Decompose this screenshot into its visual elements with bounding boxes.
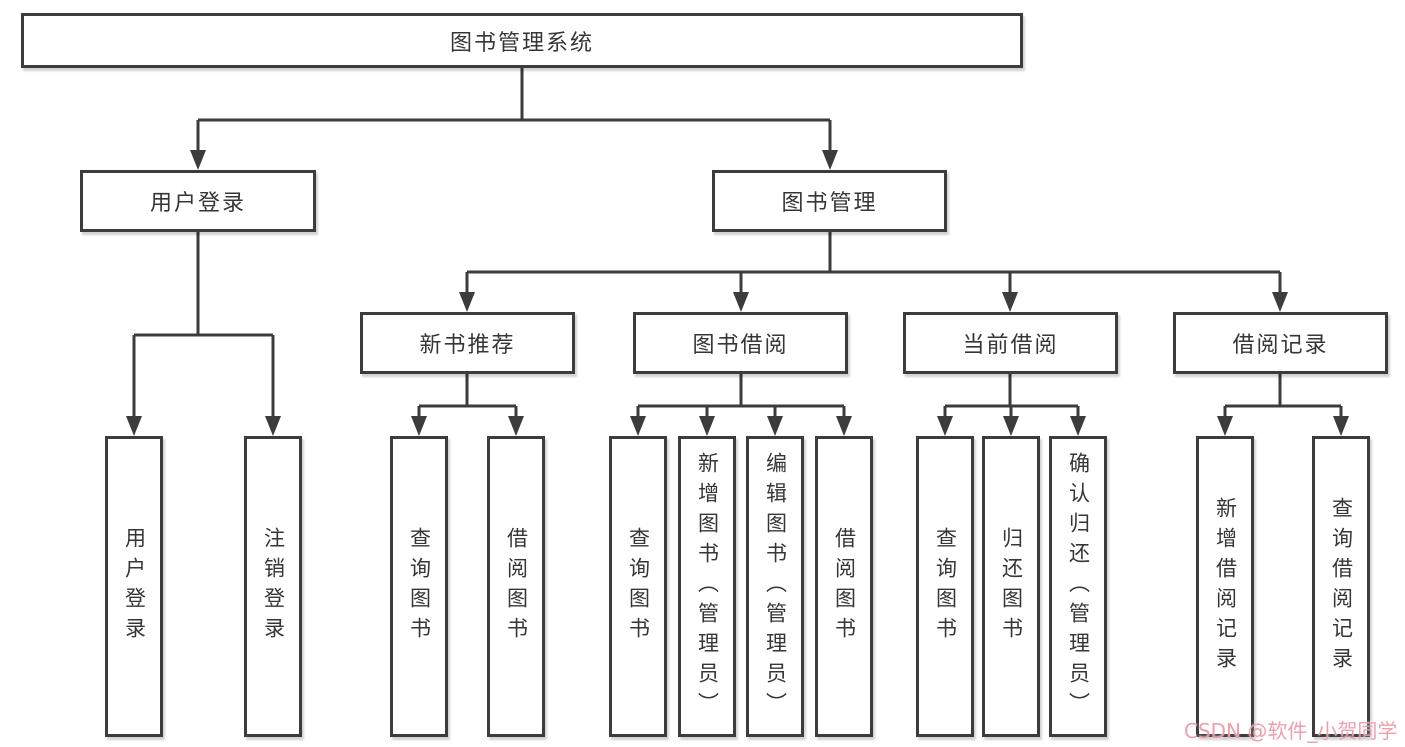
node-new-book-recommend: 新书推荐 — [360, 312, 575, 374]
node-current-borrowing: 当前借阅 — [903, 312, 1118, 374]
leaf-label: 查询图书 — [933, 526, 958, 647]
leaf-label: 新增借阅记录 — [1213, 496, 1238, 677]
node-user-login: 用户登录 — [80, 170, 316, 232]
leaf-label: 查询图书 — [626, 526, 651, 647]
leaf-query-books-recommend: 查询图书 — [390, 436, 448, 737]
leaf-label: 注销登录 — [261, 526, 286, 647]
leaf-add-books-admin: 新增图书（管理员） — [678, 436, 736, 737]
node-borrowing-records: 借阅记录 — [1173, 312, 1388, 374]
leaf-user-login: 用户登录 — [105, 436, 163, 737]
leaf-return-books: 归还图书 — [982, 436, 1040, 737]
leaf-label: 确认归还（管理员） — [1066, 451, 1091, 722]
arrowhead-icons — [126, 150, 1349, 436]
leaf-confirm-return-admin: 确认归还（管理员） — [1049, 436, 1107, 737]
leaf-label: 编辑图书（管理员） — [763, 451, 788, 722]
leaf-label: 归还图书 — [999, 526, 1024, 647]
leaf-label: 借阅图书 — [832, 526, 857, 647]
leaf-query-books-current: 查询图书 — [916, 436, 974, 737]
leaf-borrow-books-recommend: 借阅图书 — [487, 436, 545, 737]
leaf-edit-books-admin: 编辑图书（管理员） — [746, 436, 804, 737]
leaf-borrow-books: 借阅图书 — [815, 436, 873, 737]
leaf-query-borrow-record: 查询借阅记录 — [1312, 436, 1370, 737]
csdn-watermark: CSDN @软件_小贺同学 — [1184, 719, 1398, 743]
leaf-logout: 注销登录 — [244, 436, 302, 737]
leaf-label: 查询图书 — [407, 526, 432, 647]
node-book-management: 图书管理 — [712, 170, 947, 232]
leaf-label: 借阅图书 — [504, 526, 529, 647]
leaf-label: 用户登录 — [122, 526, 147, 647]
node-book-borrowing: 图书借阅 — [633, 312, 848, 374]
node-library-management-system: 图书管理系统 — [21, 13, 1023, 68]
leaf-label: 新增图书（管理员） — [695, 451, 720, 722]
leaf-query-books-borrow: 查询图书 — [609, 436, 667, 737]
leaf-label: 查询借阅记录 — [1329, 496, 1354, 677]
leaf-add-borrow-record: 新增借阅记录 — [1196, 436, 1254, 737]
